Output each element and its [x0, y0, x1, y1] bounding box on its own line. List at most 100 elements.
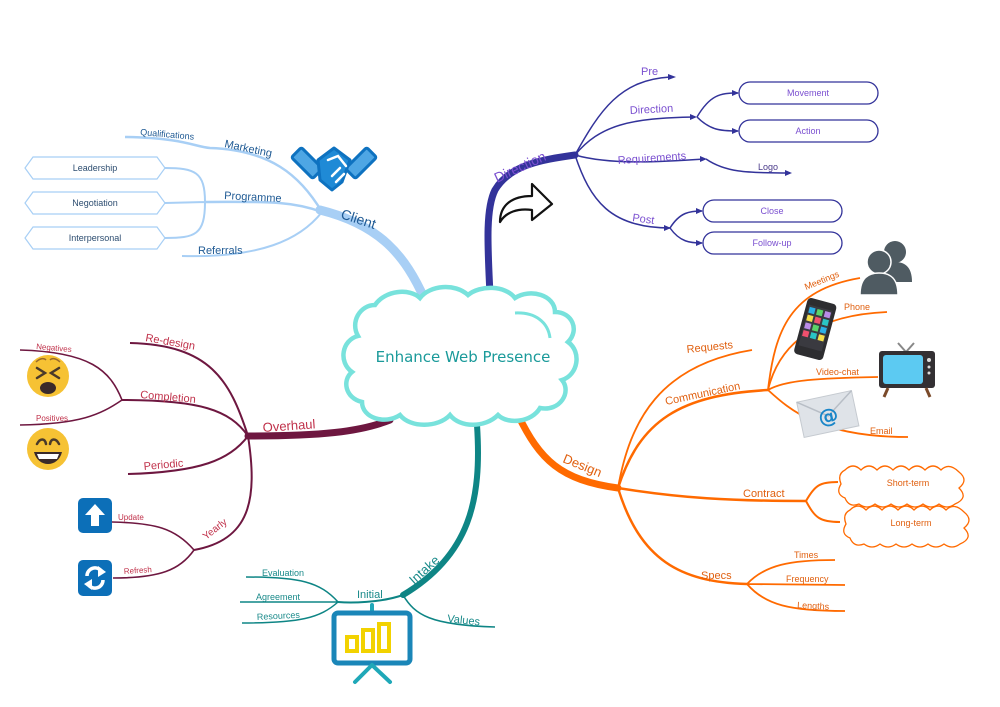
update-arrow-icon[interactable] [78, 498, 112, 533]
phone-label[interactable]: Phone [844, 302, 870, 312]
tv-icon [879, 342, 935, 398]
programme-label[interactable]: Programme [224, 190, 282, 205]
leadership-node-shape[interactable] [24, 156, 166, 180]
direction-fork-direction [696, 92, 739, 132]
leadership-label: Leadership [73, 163, 118, 173]
qualifications-label[interactable]: Qualifications [140, 127, 195, 142]
pre-label[interactable]: Pre [641, 66, 658, 78]
direction-connector-direction [574, 116, 696, 156]
video-chat-label[interactable]: Video-chat [816, 367, 859, 377]
marketing-label[interactable]: Marketing [223, 138, 273, 160]
design-connector-specs [616, 487, 748, 586]
short-term-node-shape[interactable] [838, 465, 965, 508]
long-term-label: Long-term [890, 518, 931, 528]
close-node-shape[interactable] [702, 199, 843, 223]
values-label[interactable]: Values [447, 613, 481, 628]
arrowhead [696, 208, 703, 214]
logo-label[interactable]: Logo [758, 162, 778, 172]
redesign-label[interactable]: Re-design [144, 332, 195, 353]
client-main-connector [315, 205, 430, 305]
frequency-label[interactable]: Frequency [786, 574, 829, 584]
arrowhead [668, 74, 676, 80]
times-label[interactable]: Times [794, 550, 819, 560]
client-connector-marketing [124, 135, 324, 213]
direction-sub-label[interactable]: Direction [630, 103, 674, 117]
handshake-icon [290, 146, 378, 192]
action-node-shape[interactable] [738, 119, 879, 143]
arrowhead [690, 114, 697, 120]
resources-label[interactable]: Resources [257, 610, 301, 622]
short-term-label: Short-term [887, 478, 930, 488]
completion-fork [19, 349, 123, 426]
intake-connector-values [402, 594, 496, 628]
interpersonal-label: Interpersonal [69, 233, 122, 243]
requirements-label[interactable]: Requirements [617, 150, 687, 167]
arrowhead [732, 128, 739, 134]
direction-label[interactable]: Direction [492, 148, 549, 186]
interpersonal-node-shape[interactable] [24, 226, 166, 250]
overhaul-connector-periodic [127, 435, 249, 475]
contract-fork [805, 481, 841, 523]
email-label[interactable]: Email [870, 426, 893, 436]
refresh-icon[interactable] [78, 560, 112, 596]
overhaul-connector-redesign [129, 342, 249, 437]
communication-connector-video [767, 376, 879, 391]
specs-label[interactable]: Specs [701, 570, 732, 582]
overhaul-connector-completion [121, 399, 249, 437]
post-label[interactable]: Post [632, 212, 655, 227]
branch-design: Design Requests Communication Contract S… [514, 241, 970, 612]
action-label: Action [795, 126, 820, 136]
specs-fork [746, 559, 846, 612]
lengths-label[interactable]: Lengths [797, 600, 830, 612]
direction-main-connector [484, 151, 579, 299]
positives-label[interactable]: Positives [36, 414, 68, 423]
referrals-label[interactable]: Referrals [198, 245, 243, 257]
contract-label[interactable]: Contract [743, 488, 785, 500]
communication-label[interactable]: Communication [664, 380, 741, 408]
presentation-chart-icon [331, 603, 413, 684]
direction-connector-requirements [574, 154, 706, 163]
direction-connector-post [574, 154, 671, 229]
central-topic-label: Enhance Web Presence [376, 348, 551, 366]
direction-connector-pre [574, 76, 671, 156]
curved-arrow-icon [498, 182, 554, 224]
branch-intake: Intake Initial Values Evaluation Agreeme… [240, 422, 496, 684]
design-connector-contract [617, 486, 807, 503]
evaluation-label[interactable]: Evaluation [262, 568, 304, 578]
smartphone-icon [794, 298, 837, 361]
requests-label[interactable]: Requests [686, 339, 734, 356]
completion-label[interactable]: Completion [140, 389, 196, 406]
periodic-label[interactable]: Periodic [143, 458, 184, 473]
design-connector-communication [616, 388, 769, 489]
long-term-node-shape[interactable] [843, 505, 970, 548]
cloud-highlight [514, 311, 552, 339]
negatives-label[interactable]: Negatives [36, 342, 72, 354]
tired-face-emoji-icon [27, 355, 69, 397]
initial-fork [240, 576, 339, 624]
initial-label[interactable]: Initial [357, 589, 383, 601]
yearly-fork [111, 521, 195, 579]
agreement-label[interactable]: Agreement [256, 592, 301, 602]
people-icon [859, 241, 912, 296]
programme-fork [164, 167, 206, 239]
overhaul-connector-yearly [193, 435, 253, 551]
direction-fork-post [669, 210, 703, 244]
overhaul-label[interactable]: Overhaul [262, 416, 316, 435]
update-label[interactable]: Update [118, 513, 144, 522]
email-icon: @ [796, 390, 860, 439]
negotiation-label: Negotiation [72, 198, 118, 208]
design-connector-requests [617, 349, 753, 489]
arrowhead [696, 240, 703, 246]
refresh-label[interactable]: Refresh [124, 565, 153, 576]
follow-up-node-shape[interactable] [702, 231, 843, 255]
movement-node-shape[interactable] [738, 81, 879, 105]
negotiation-node-shape[interactable] [24, 191, 166, 215]
grinning-face-emoji-icon [27, 428, 69, 470]
meetings-label[interactable]: Meetings [803, 269, 841, 292]
central-topic[interactable]: Enhance Web Presence [341, 284, 579, 427]
arrowhead [785, 170, 792, 176]
close-label: Close [760, 206, 783, 216]
intake-connector-initial [337, 594, 404, 604]
intake-main-connector [400, 422, 482, 598]
arrowhead [732, 90, 739, 96]
